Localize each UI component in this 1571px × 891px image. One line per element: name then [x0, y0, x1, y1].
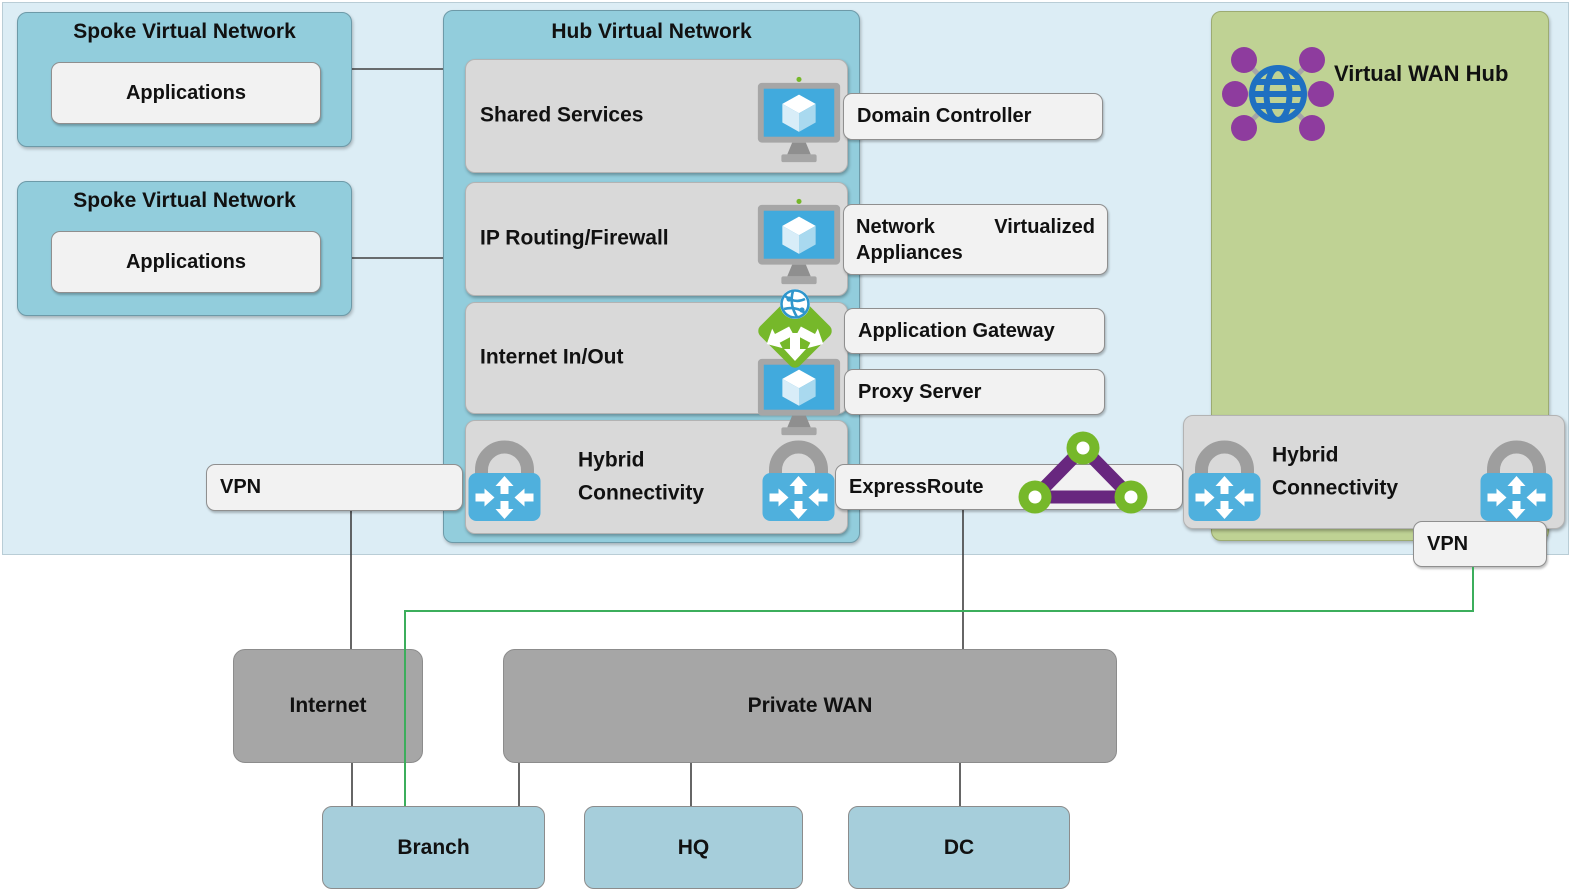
hub-hybrid-connectivity-label: Hybrid Connectivity	[578, 448, 705, 504]
virtual-wan-hub-title: Virtual WAN Hub	[1334, 61, 1509, 86]
ip-routing-firewall-label: IP Routing/Firewall	[480, 226, 669, 250]
spoke-1-applications-label: Applications	[125, 81, 246, 104]
domain-controller-label: Domain Controller	[843, 93, 1103, 140]
vpn-gateway-lock-icon	[468, 440, 541, 521]
spoke-vnet-2: Spoke Virtual Network Applications	[17, 181, 352, 316]
application-gateway-text: Application Gateway	[858, 319, 1055, 342]
private-wan-box: Private WAN	[503, 649, 1117, 763]
network-virtualized-appliances-label: Network Virtualized Appliances	[843, 204, 1108, 275]
expressroute-text: ExpressRoute	[849, 475, 984, 498]
branch-label: Branch	[397, 835, 470, 859]
spoke-2-applications: Applications	[51, 231, 321, 293]
vpn-right-text: VPN	[1427, 532, 1469, 555]
internet-label: Internet	[289, 694, 367, 717]
vpn-left-text: VPN	[220, 476, 262, 498]
application-gateway-label: Application Gateway	[844, 308, 1105, 354]
vpn-gateway-lock-icon	[1188, 440, 1261, 521]
shared-services-label: Shared Services	[480, 103, 644, 127]
expressroute-icon	[1018, 431, 1148, 514]
spoke-2-applications-label: Applications	[125, 250, 246, 273]
virtual-machine-icon	[757, 198, 841, 285]
hq-box: HQ	[584, 806, 803, 889]
vpn-gateway-lock-icon	[1480, 440, 1553, 521]
dc-label: DC	[943, 835, 975, 859]
network-virtualized-appliances-text: Network Virtualized Appliances	[856, 215, 1095, 264]
branch-box: Branch	[322, 806, 545, 889]
hq-label: HQ	[677, 835, 710, 859]
proxy-server-label: Proxy Server	[844, 369, 1105, 415]
spoke-1-applications: Applications	[51, 62, 321, 124]
spoke-vnet-2-title: Spoke Virtual Network	[73, 189, 296, 212]
vpn-right-label: VPN	[1413, 521, 1547, 567]
internet-in-out-label: Internet In/Out	[480, 345, 624, 369]
virtual-wan-icon	[1222, 47, 1334, 141]
vpn-left-label: VPN	[206, 464, 463, 511]
private-wan-label: Private WAN	[747, 694, 873, 717]
spoke-vnet-1-title: Spoke Virtual Network	[73, 20, 296, 43]
virtual-machine-icon	[757, 76, 841, 163]
internet-box: Internet	[233, 649, 423, 763]
hub-vnet-title: Hub Virtual Network	[551, 20, 752, 43]
application-gateway-icon	[758, 289, 832, 368]
dc-box: DC	[848, 806, 1070, 889]
proxy-server-text: Proxy Server	[858, 380, 982, 403]
wan-hybrid-connectivity-label: Hybrid Connectivity	[1272, 443, 1399, 499]
domain-controller-text: Domain Controller	[857, 105, 1032, 127]
vpn-gateway-lock-icon	[762, 440, 835, 521]
spoke-vnet-1: Spoke Virtual Network Applications	[17, 12, 352, 147]
virtual-machine-icon	[757, 352, 841, 436]
